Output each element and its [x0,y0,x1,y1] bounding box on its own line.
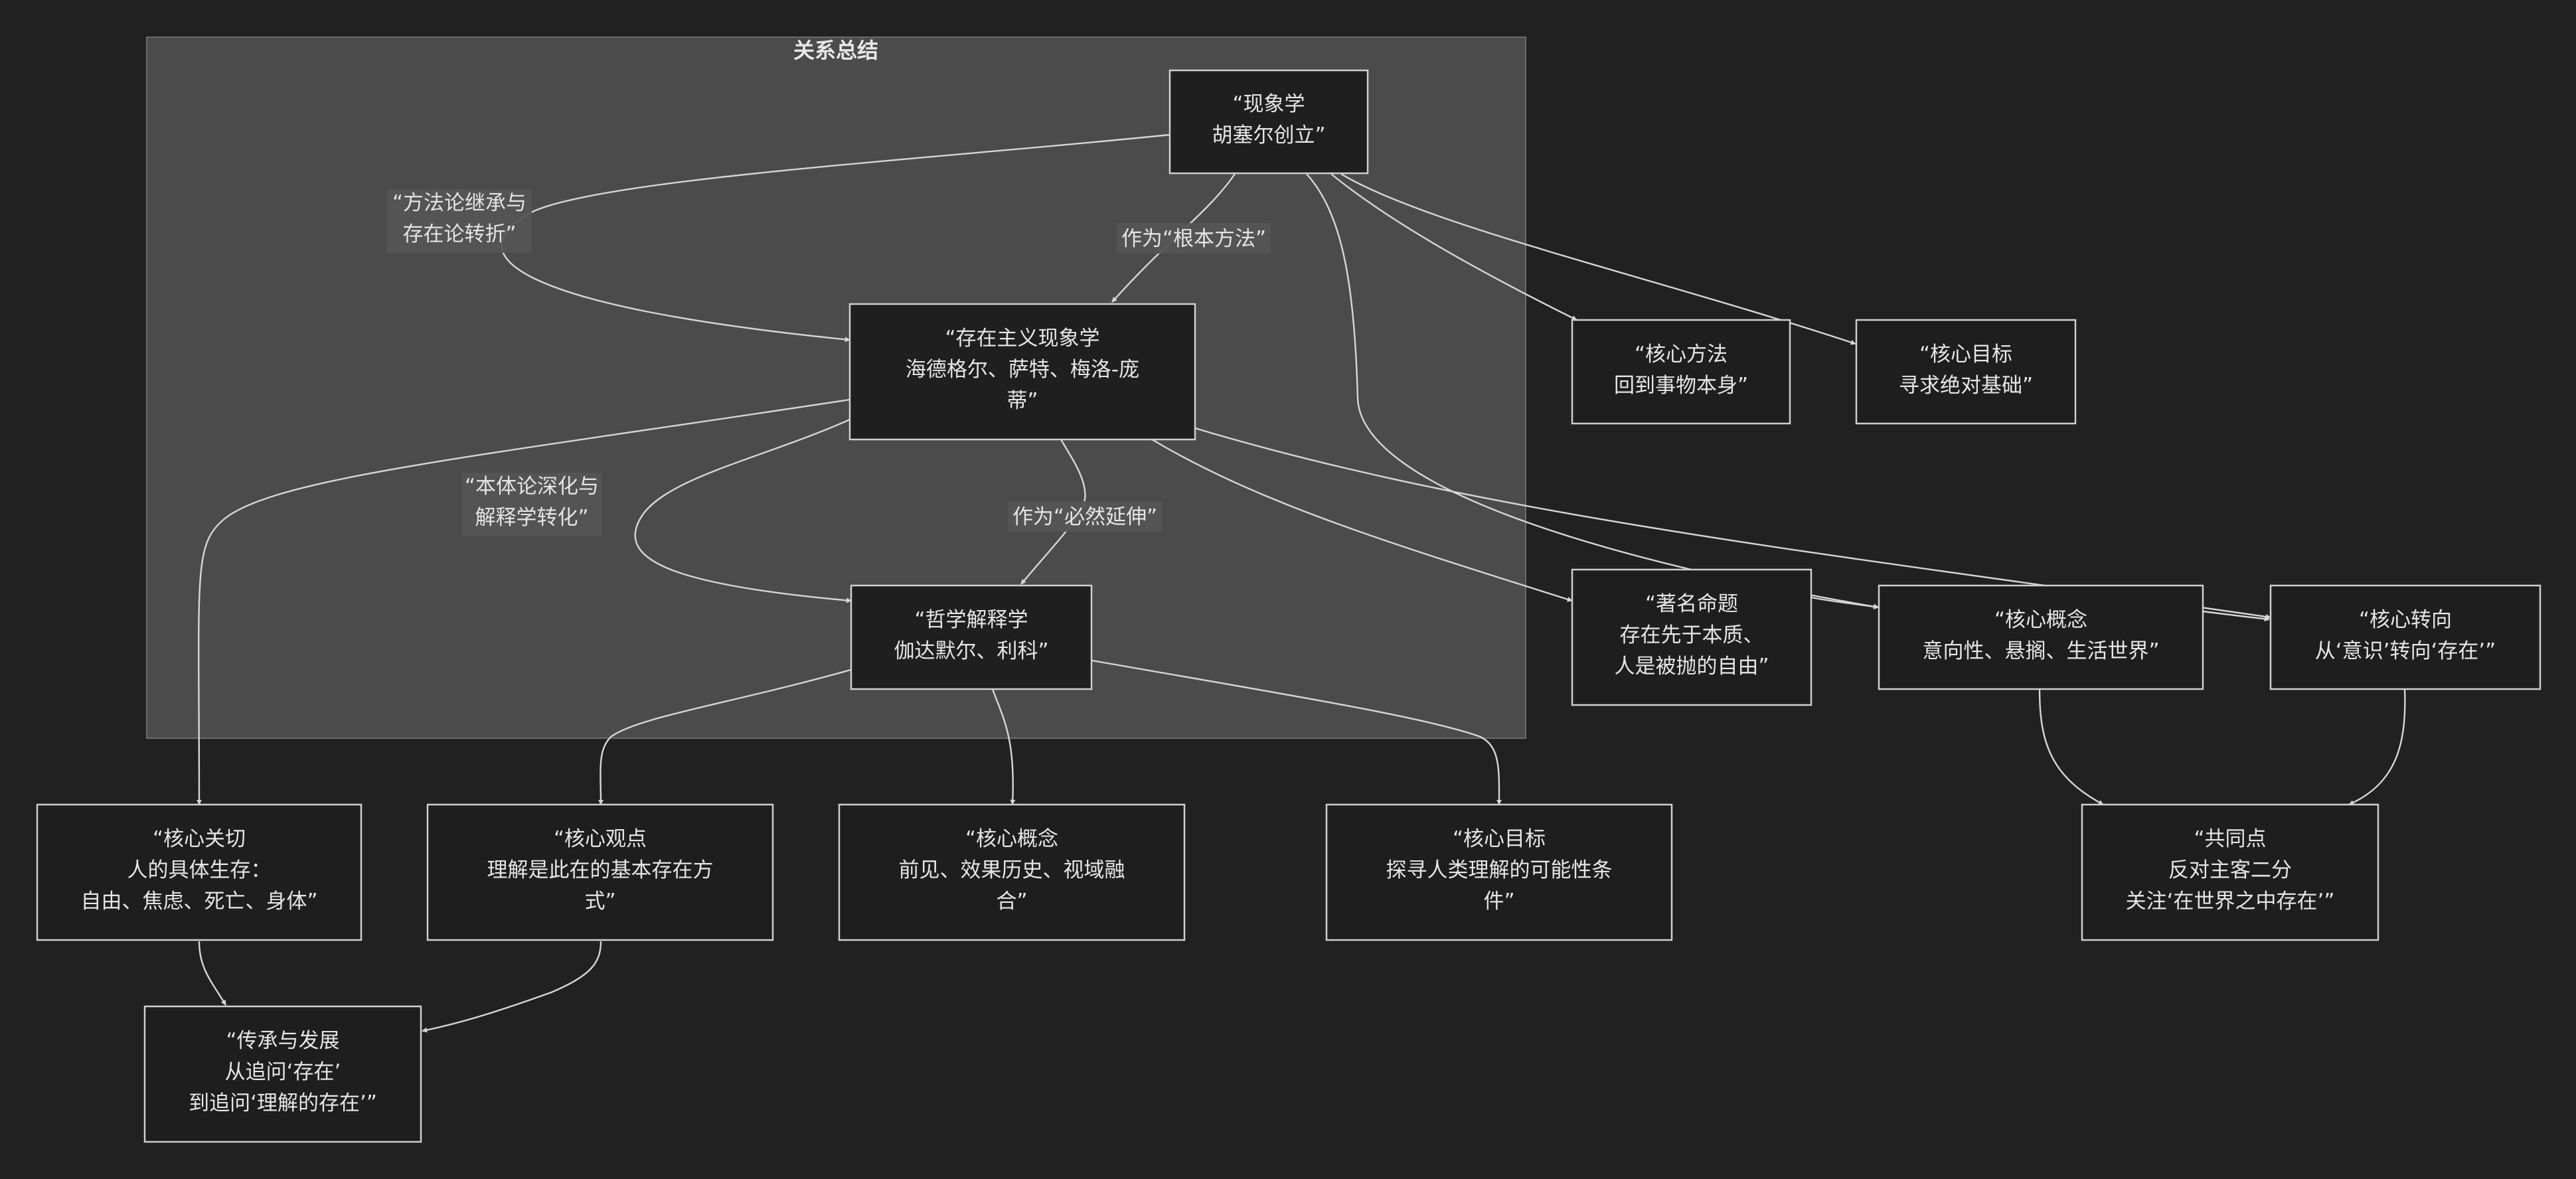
node-line: “存在主义现象学 [945,327,1099,351]
edge-label-line: “本体论深化与 [465,475,599,499]
node-line: 关注‘在世界之中存在’” [2126,890,2335,913]
node-line: “核心方法 [1635,343,1728,366]
node-line: 前见、效果历史、视域融 [899,858,1125,882]
edge-herm-to-goal [1091,659,1502,805]
node-line: 探寻人类理解的可能性条 [1386,858,1613,882]
node-core-concept-herm: “核心概念 前见、效果历史、视域融 合” [838,803,1186,941]
node-line: “现象学 [1232,92,1305,116]
node-line: 存在先于本质、 [1620,623,1764,647]
edge-turn-to-common [2348,688,2406,806]
node-line: “哲学解释学 [914,608,1028,632]
node-existential-phenomenology: “存在主义现象学 海德格尔、萨特、梅洛-庞 蒂” [848,303,1196,441]
node-line: 寻求绝对基础” [1899,374,2033,398]
node-core-method: “核心方法 回到事物本身” [1571,319,1791,425]
node-line: 自由、焦虑、死亡、身体” [80,890,317,913]
edge-concern-to-legacy [198,941,227,1006]
node-famous-proposition: “著名命题 存在先于本质、 人是被抛的自由” [1571,568,1812,706]
node-line: 件” [1483,890,1514,913]
edge-phen-to-concept [1306,173,1880,609]
edge-label-line: 作为“必然延伸” [1012,505,1157,529]
edge-concept-to-turn [2202,610,2270,622]
node-line: 回到事物本身” [1614,374,1748,398]
node-line: “核心目标 [1919,343,2012,366]
node-core-turn: “核心转向 从‘意识’转向‘存在’” [2269,584,2541,690]
edge-label-extension: 作为“必然延伸” [1008,501,1162,532]
edge-prop-to-concept [1811,596,1879,609]
node-line: 胡塞尔创立” [1212,123,1325,147]
edge-herm-to-concept [991,688,1016,805]
node-line: “核心观点 [554,827,647,851]
node-line: 到追问‘理解的存在’” [189,1091,377,1115]
node-hermeneutics: “哲学解释学 伽达默尔、利科” [850,584,1093,690]
edge-exist-to-herm [634,418,852,603]
edge-concept-to-common [2038,688,2104,806]
node-line: 从‘意识’转向‘存在’” [2315,639,2496,663]
node-core-view: “核心观点 理解是此在的基本存在方 式” [426,803,774,941]
node-line: 人是被抛的自由” [1614,655,1769,678]
node-line: “核心概念 [965,827,1058,851]
edge-phen-to-goal [1340,173,1856,345]
node-line: 伽达默尔、利科” [894,639,1048,663]
node-phenomenology: “现象学 胡塞尔创立” [1168,69,1369,175]
node-line: 反对主客二分 [2168,858,2292,882]
edge-exist-to-prop [1151,438,1573,602]
edge-exist-to-concern [196,398,850,805]
node-line: “核心关切 [153,827,246,851]
node-line: 式” [584,890,615,913]
node-common-ground: “共同点 反对主客二分 关注‘在世界之中存在’” [2081,803,2379,941]
edge-label-line: 作为“根本方法” [1121,227,1266,251]
node-core-goal-herm: “核心目标 探寻人类理解的可能性条 件” [1325,803,1673,941]
edge-label-line: “方法论继承与 [392,191,526,215]
node-line: “共同点 [2194,827,2266,851]
node-line: “核心转向 [2359,608,2452,632]
node-core-concern: “核心关切 人的具体生存： 自由、焦虑、死亡、身体” [36,803,362,941]
node-line: 从追问‘存在’ [225,1060,341,1084]
edge-phen-to-method [1330,173,1577,321]
edge-label-method-inherit: “方法论继承与 存在论转折” [387,189,532,253]
edge-phen-to-exist [501,133,1170,343]
node-line: 人的具体生存： [127,858,272,882]
edges [196,133,2406,1033]
edge-label-line: 解释学转化” [475,506,588,530]
edge-label-line: 存在论转折” [402,222,516,246]
edge-label-ontology: “本体论深化与 解释学转化” [462,473,602,536]
node-line: 蒂” [1006,389,1038,413]
node-legacy: “传承与发展 从追问‘存在’ 到追问‘理解的存在’” [143,1005,422,1143]
node-line: “核心概念 [1994,608,2087,632]
edge-herm-to-view [598,668,854,805]
node-line: “传承与发展 [226,1029,339,1053]
node-line: 合” [996,890,1027,913]
node-core-concept-phen: “核心概念 意向性、悬搁、生活世界” [1878,584,2204,690]
node-line: “著名命题 [1645,592,1738,616]
node-line: 意向性、悬搁、生活世界” [1922,639,2159,663]
edge-view-to-legacy [422,941,602,1033]
node-line: “核心目标 [1453,827,1546,851]
node-line: 海德格尔、萨特、梅洛-庞 [906,358,1139,382]
edge-label-root-method: 作为“根本方法” [1117,223,1271,254]
node-core-goal-phen: “核心目标 寻求绝对基础” [1855,319,2077,425]
cluster-title: 关系总结 [793,38,878,63]
node-line: 理解是此在的基本存在方 [487,858,714,882]
